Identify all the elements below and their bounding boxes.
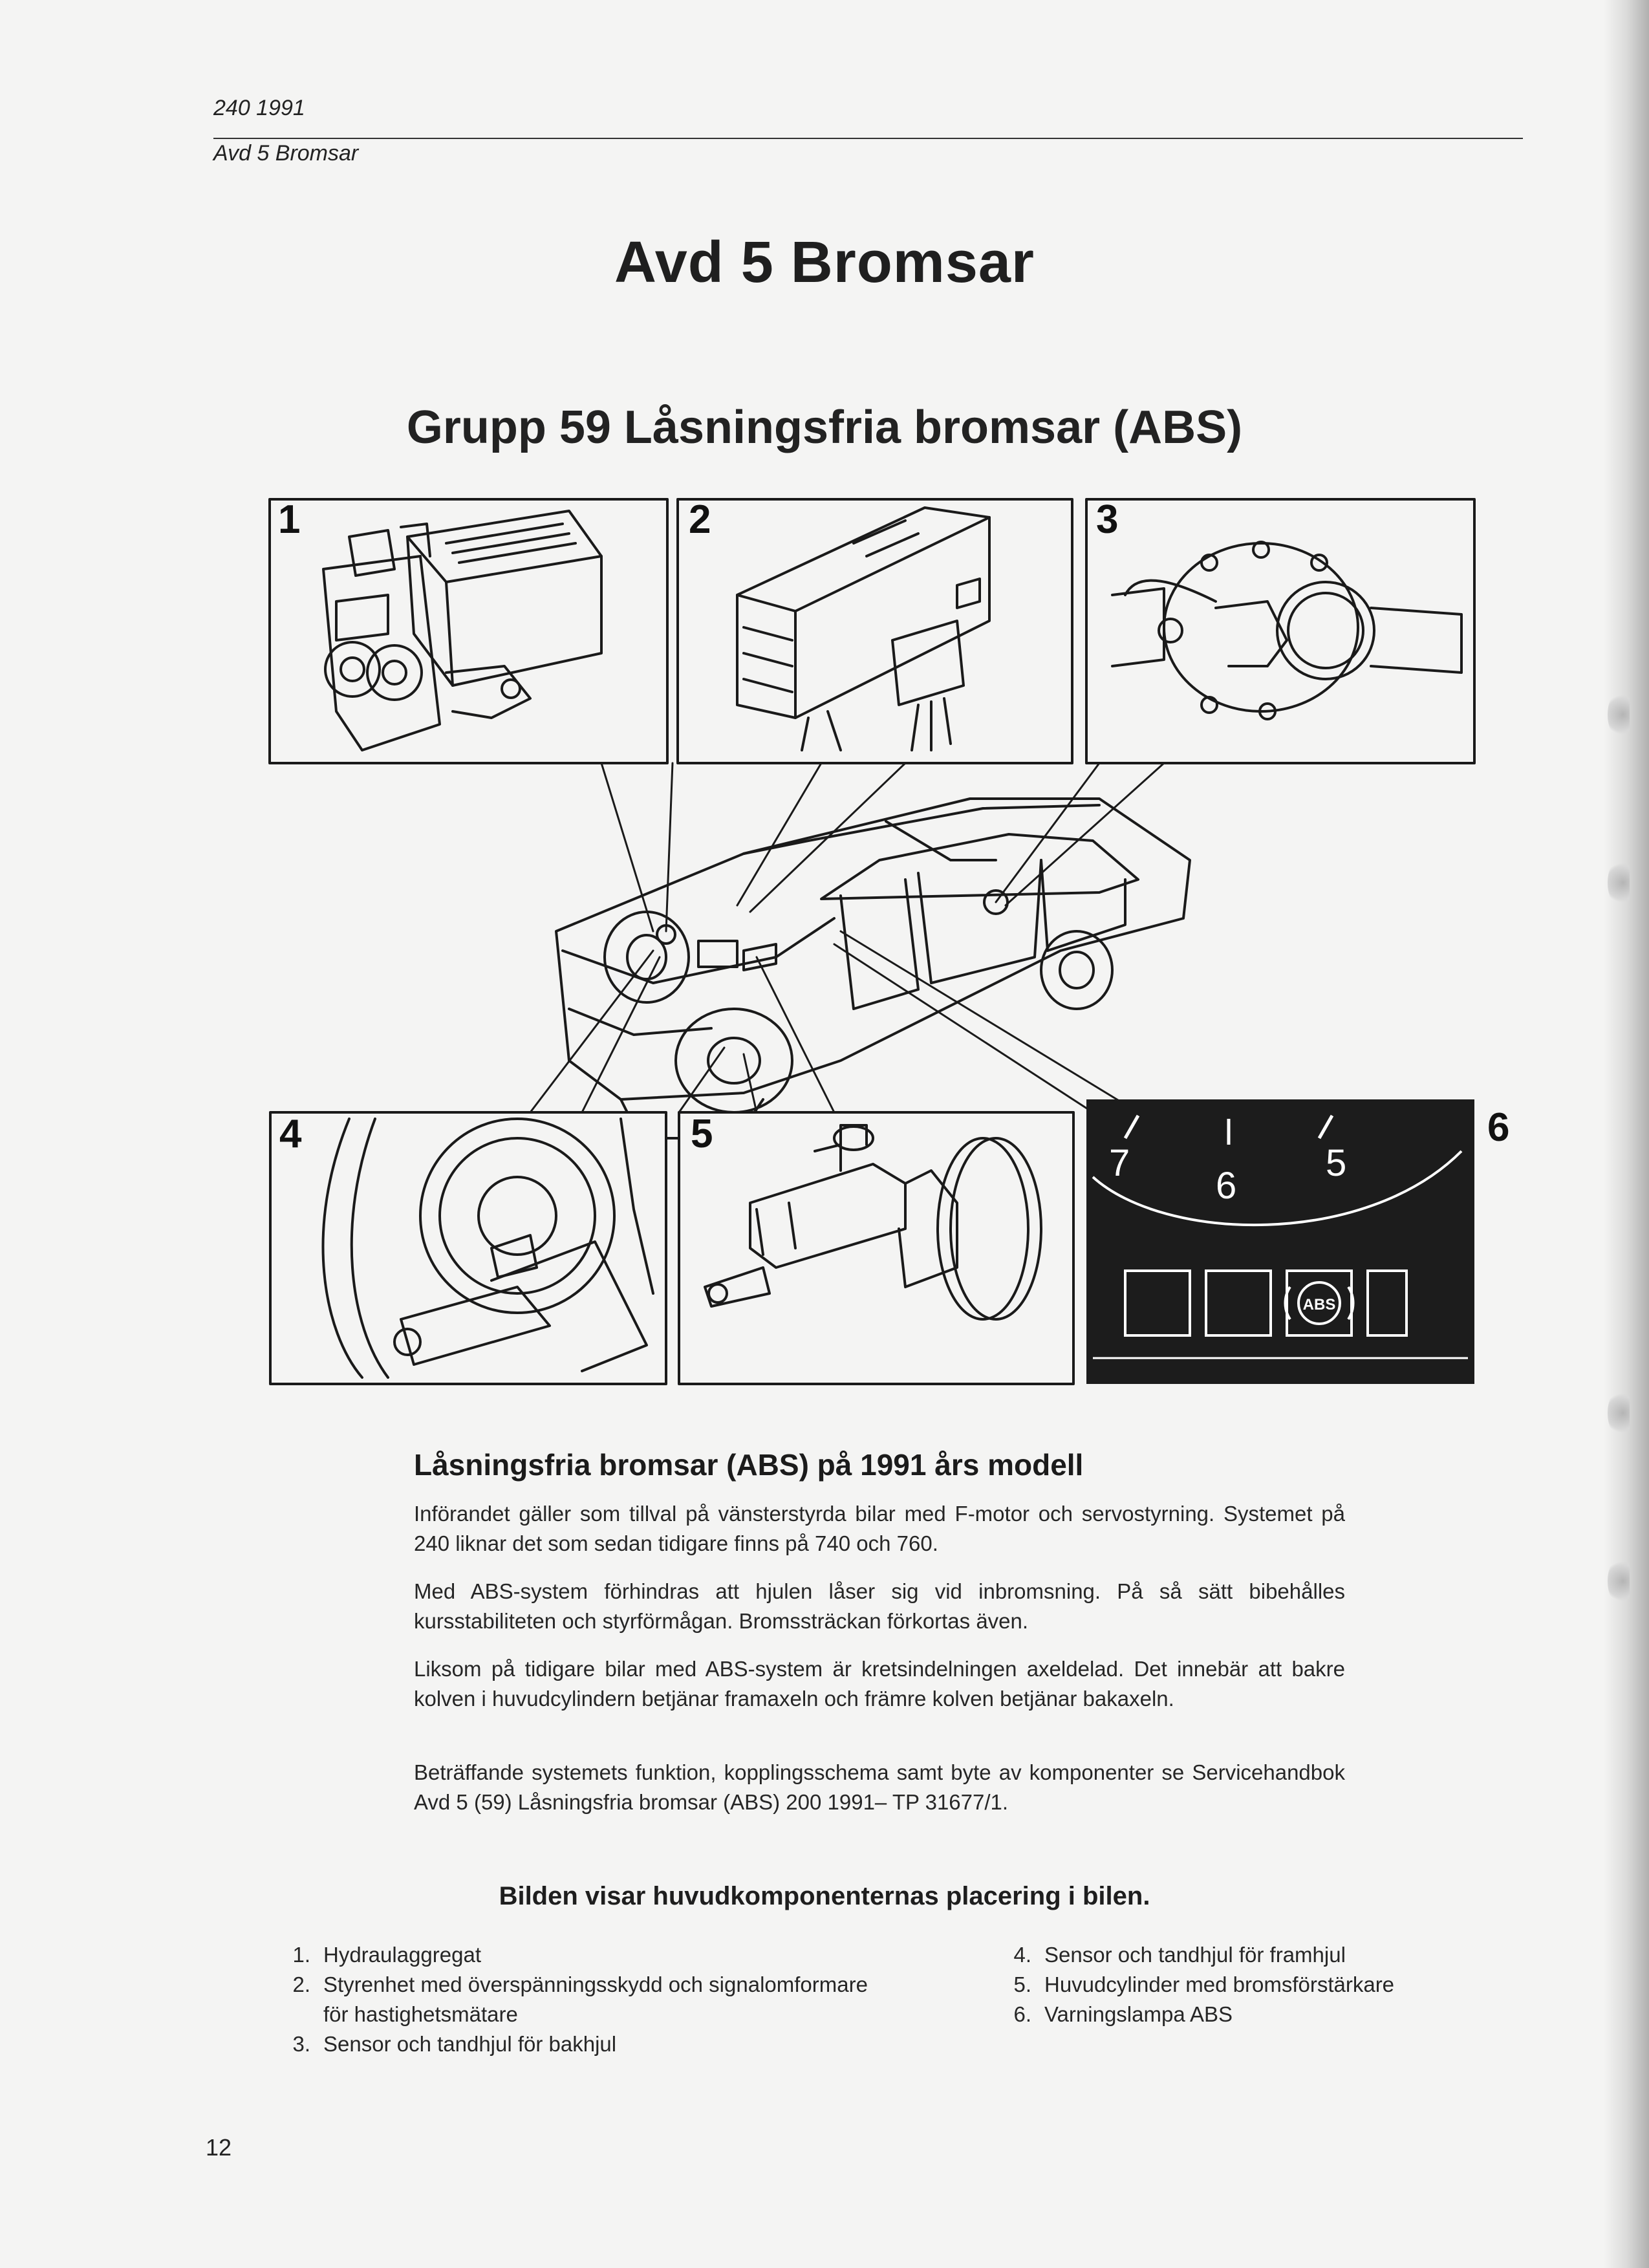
page-number: 12 [206,2134,232,2161]
list-item-text: Sensor och tandhjul för framhjul [1044,1943,1346,1967]
list-item-text: Huvudcylinder med bromsförstärkare [1044,1972,1395,1996]
panel-number-3: 3 [1096,497,1119,542]
panel-number-2: 2 [689,497,711,542]
paragraph-2: Med ABS-system förhindras att hjulen lås… [414,1579,1345,1633]
punch-hole [1608,1390,1630,1436]
paragraph-1: Införandet gäller som tillval på vänster… [414,1502,1345,1555]
list-item-text: Styrenhet med överspänningsskydd och sig… [323,1972,868,2026]
gauge-number-6: 6 [1216,1165,1237,1207]
list-item-text: Sensor och tandhjul för bakhjul [323,2032,617,2056]
list-item-number: 3. [292,2032,310,2056]
list-item-text: Hydraulaggregat [323,1943,481,1967]
panel-number-1: 1 [278,497,301,542]
list-item: 6. Varningslampa ABS [993,2000,1510,2029]
figure-caption: Bilden visar huvudkomponenternas placeri… [499,1882,1150,1910]
page-edge-shadow [1604,0,1649,2268]
section-heading: Låsningsfria bromsar (ABS) på 1991 års m… [414,1448,1084,1482]
page-title: Avd 5 Bromsar [614,230,1035,295]
header-section: Avd 5 Bromsar [213,141,359,166]
component-list-right: 4. Sensor och tandhjul för framhjul 5. H… [993,1940,1510,2029]
punch-hole [1608,1559,1630,1604]
list-item: 5. Huvudcylinder med bromsförstärkare [993,1970,1510,2000]
paragraph-4: Beträffande systemets funktion, koppling… [414,1760,1345,1814]
punch-hole [1608,860,1630,905]
list-item: 4. Sensor och tandhjul för framhjul [993,1940,1510,1970]
list-item-number: 1. [292,1943,310,1967]
page-subtitle: Grupp 59 Låsningsfria bromsar (ABS) [406,402,1243,453]
list-item-number: 5. [1013,1972,1031,1996]
list-item-text: Varningslampa ABS [1044,2002,1233,2026]
panel-number-4: 4 [279,1112,302,1156]
panel-number-5: 5 [691,1112,713,1156]
list-item: 1. Hydraulaggregat [272,1940,905,1970]
gauge-number-7: 7 [1109,1142,1130,1184]
list-item-number: 6. [1013,2002,1031,2026]
list-item-number: 2. [292,1972,310,1996]
list-item: 3. Sensor och tandhjul för bakhjul [272,2029,905,2059]
gauge-number-5: 5 [1326,1142,1347,1184]
list-item-number: 4. [1013,1943,1031,1967]
list-item: 2. Styrenhet med överspänningsskydd och … [272,1970,905,2029]
header-rule [213,138,1523,139]
panel-number-6: 6 [1487,1105,1510,1150]
component-list-left: 1. Hydraulaggregat 2. Styrenhet med över… [272,1940,905,2059]
paragraph-3: Liksom på tidigare bilar med ABS-system … [414,1657,1345,1711]
punch-hole [1608,692,1630,737]
header-model-year: 240 1991 [213,96,305,120]
